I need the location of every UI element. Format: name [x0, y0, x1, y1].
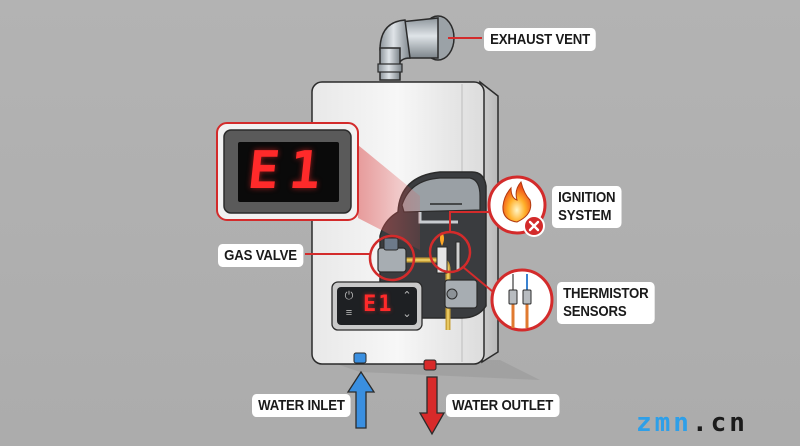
label-exhaust-vent: EXHAUST VENT: [484, 28, 597, 51]
label-gas-valve: GAS VALVE: [218, 244, 304, 267]
label-thermistor-sensors: THERMISTOR SENSORS: [557, 282, 655, 324]
outlet-arrow-icon: [418, 376, 446, 436]
control-panel: [331, 281, 423, 331]
chevron-down-icon[interactable]: ⌄: [402, 308, 412, 320]
error-display-callout: [216, 122, 359, 221]
label-thermistor-line2: SENSORS: [563, 303, 627, 320]
error-code-panel: E1: [363, 292, 394, 317]
watermark: zmn.cn: [636, 408, 748, 438]
label-water-outlet: WATER OUTLET: [446, 394, 560, 417]
ignition-badge: [487, 175, 547, 237]
label-ignition-line1: IGNITION: [558, 189, 616, 206]
menu-icon[interactable]: ≡: [345, 307, 353, 319]
zoom-beam: [358, 145, 420, 250]
flame-icon: [502, 180, 532, 223]
ignition-leader: [449, 211, 492, 232]
thermistor-badge: [490, 268, 554, 332]
power-icon[interactable]: ⏻: [344, 290, 354, 302]
watermark-part2: .cn: [691, 408, 748, 438]
label-ignition-system: IGNITION SYSTEM: [552, 186, 622, 228]
exhaust-vent: [377, 15, 455, 81]
label-thermistor-line1: THERMISTOR: [563, 285, 649, 302]
label-ignition-line2: SYSTEM: [558, 207, 612, 224]
outlet-connector: [423, 359, 437, 371]
watermark-part1: zmn: [636, 408, 692, 438]
chevron-up-icon[interactable]: ⌃: [402, 290, 412, 302]
label-water-inlet: WATER INLET: [252, 394, 351, 417]
gas-valve-highlight: [368, 234, 416, 282]
inlet-connector: [353, 352, 367, 364]
error-code-large: E1: [244, 141, 334, 201]
inlet-arrow-icon: [346, 370, 376, 429]
